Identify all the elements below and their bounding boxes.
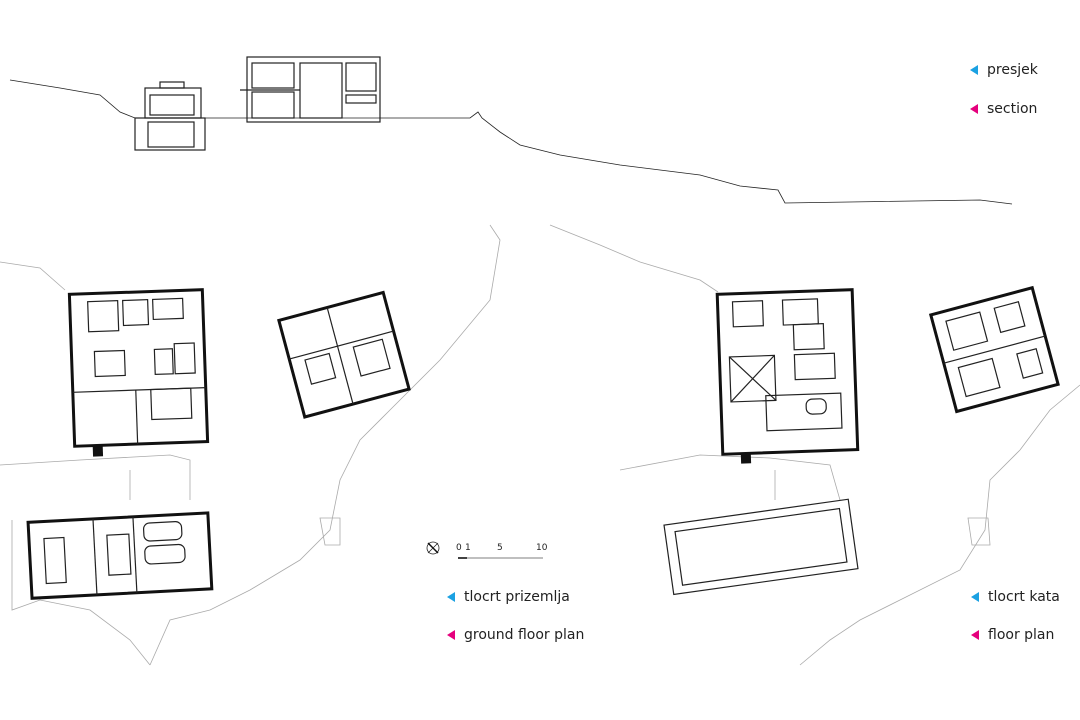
- legend-upper-local: tlocrt kata: [971, 589, 1060, 605]
- triangle-marker-icon: [971, 592, 979, 602]
- triangle-marker-icon: [447, 592, 455, 602]
- scale-tick-10: 10: [536, 543, 548, 553]
- legend-ground-english: ground floor plan: [447, 627, 584, 643]
- main-house-upper: [715, 288, 860, 464]
- legend-label: tlocrt kata: [988, 589, 1060, 605]
- legend-label: tlocrt prizemlja: [464, 589, 570, 605]
- main-house-ground: [67, 288, 210, 457]
- section-pavilion: [134, 81, 206, 151]
- triangle-marker-icon: [447, 630, 455, 640]
- north-arrow-icon: [426, 541, 440, 555]
- legend-label: section: [987, 101, 1038, 117]
- triangle-marker-icon: [971, 630, 979, 640]
- scale-tick-0: 0: [456, 543, 462, 553]
- section-house: [240, 56, 381, 123]
- legend-ground-local: tlocrt prizemlja: [447, 589, 570, 605]
- scale-tick-5: 5: [497, 543, 503, 553]
- pavilion-ground: [277, 290, 411, 419]
- garage-ground: [26, 511, 214, 600]
- legend-label: ground floor plan: [464, 627, 585, 643]
- triangle-marker-icon: [970, 65, 978, 75]
- legend-section-local: presjek: [970, 62, 1038, 78]
- scale-tick-1: 1: [465, 543, 471, 553]
- swimming-pool: [663, 498, 859, 596]
- legend-label: floor plan: [988, 627, 1055, 643]
- legend-label: presjek: [987, 62, 1038, 78]
- legend-upper-english: floor plan: [971, 627, 1054, 643]
- legend-section-english: section: [970, 101, 1037, 117]
- pavilion-upper: [928, 285, 1060, 414]
- ground-floor-plan: [0, 224, 501, 666]
- triangle-marker-icon: [970, 104, 978, 114]
- upper-floor-plan: [549, 224, 1080, 666]
- section-drawing: [9, 56, 1013, 205]
